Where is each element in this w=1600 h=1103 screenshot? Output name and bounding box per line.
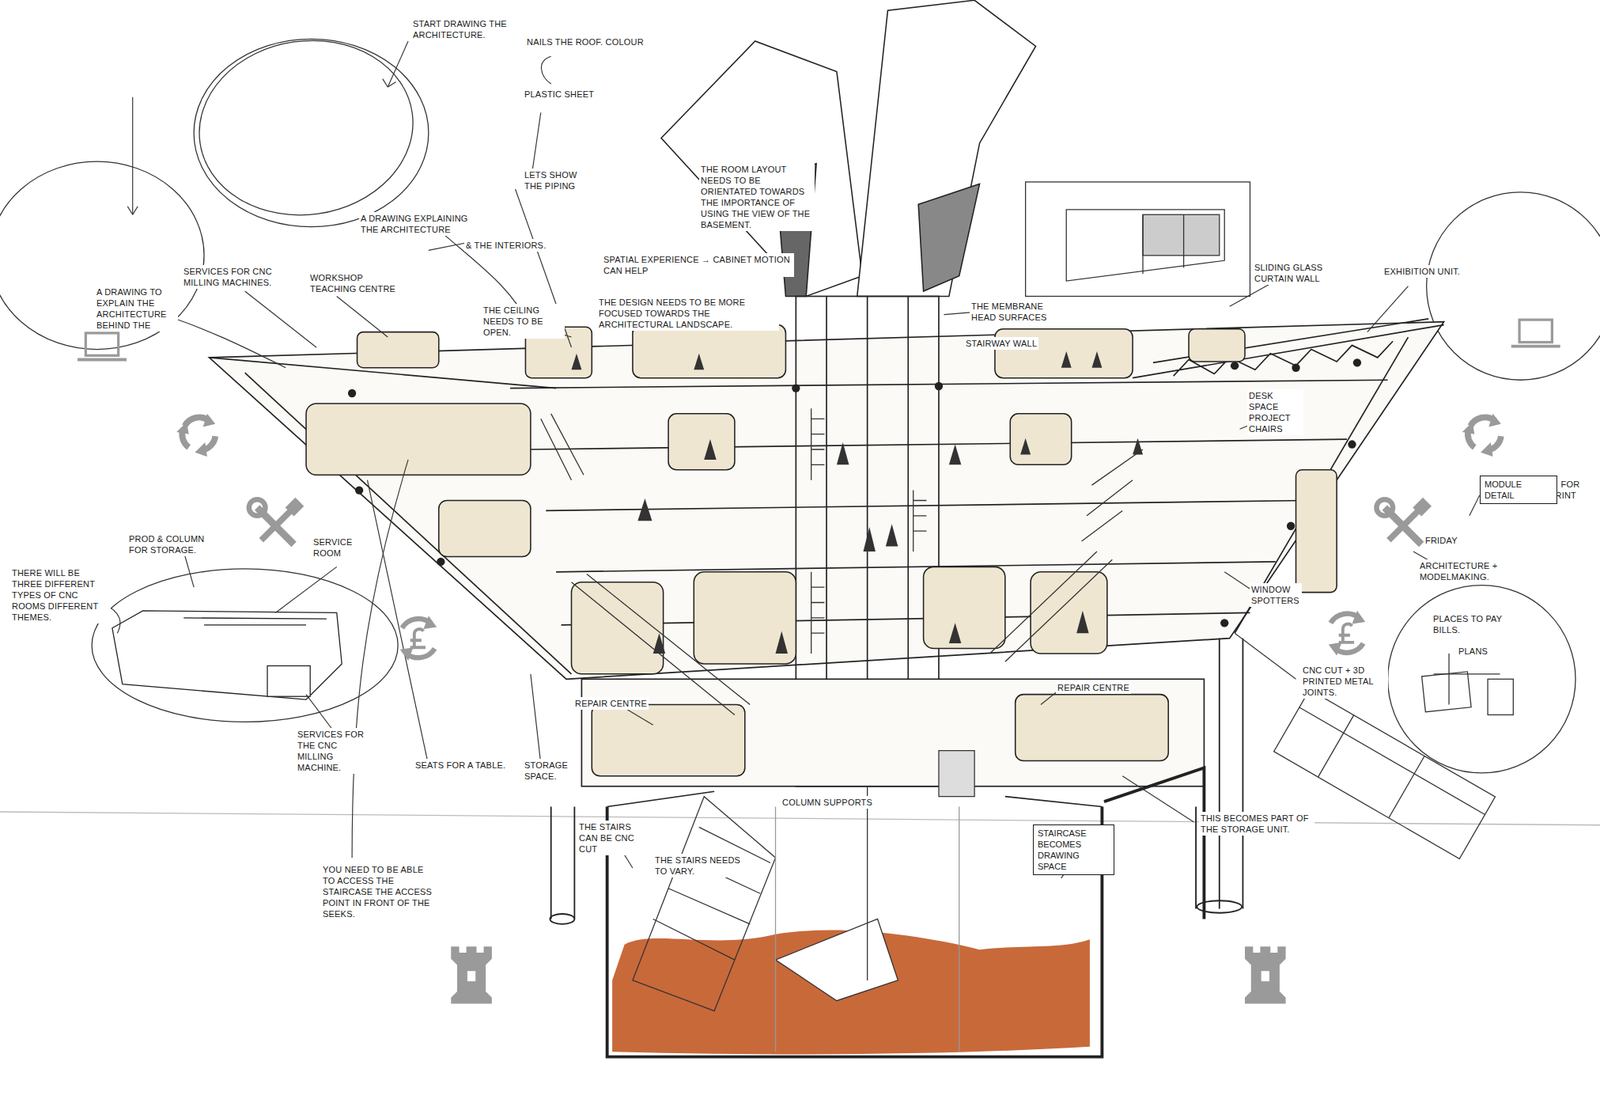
recycle-icon: [1462, 413, 1502, 457]
handwritten-note: REPAIR CENTRE: [573, 696, 649, 710]
castle-icon: [1244, 945, 1287, 1003]
laptop-icon: [77, 332, 127, 360]
handwritten-note: A DRAWING TO EXPLAIN THE ARCHITECTURE BE…: [94, 285, 178, 332]
tools-icon: [249, 497, 305, 545]
pound-icon: [1328, 610, 1366, 656]
handwritten-note: FRIDAY: [1423, 533, 1460, 547]
handwritten-note: DESK SPACE PROJECT CHAIRS: [1247, 389, 1304, 435]
handwritten-note: SERVICES FOR THE CNC MILLING MACHINE.: [295, 727, 373, 774]
handwritten-note: SERVICE ROOM: [311, 535, 358, 560]
handwritten-note: STORAGE SPACE.: [522, 758, 569, 783]
boxed-note-text: STAIRCASE BECOMES DRAWING SPACE: [1037, 827, 1110, 872]
handwritten-note: SERVICES FOR CNC MILLING MACHINES.: [181, 264, 277, 289]
handwritten-note: PLANS: [1456, 644, 1490, 658]
handwritten-note: A DRAWING EXPLAINING THE ARCHITECTURE: [359, 211, 485, 236]
pound-icon: [400, 615, 437, 661]
handwritten-note: SEATS FOR A TABLE.: [413, 758, 507, 772]
handwritten-note: THIS BECOMES PART OF THE STORAGE UNIT.: [1199, 811, 1315, 836]
handwritten-note: NAILS THE ROOF. COLOUR: [525, 35, 646, 49]
handwritten-note: THE CEILING NEEDS TO BE OPEN.: [481, 303, 565, 339]
handwritten-note: WORKSHOP TEACHING CENTRE: [308, 271, 404, 296]
laptop-icon: [1511, 319, 1561, 347]
handwritten-note: PLASTIC SHEET: [522, 87, 596, 101]
boxed-note: STAIRCASE BECOMES DRAWING SPACE: [1032, 824, 1115, 875]
handwritten-note: THE STAIRS NEEDS TO VARY.: [653, 853, 751, 878]
handwritten-note: CNC CUT + 3D PRINTED METAL JOINTS.: [1301, 663, 1389, 699]
handwritten-note: ARCHITECTURE + MODELMAKING.: [1418, 559, 1519, 583]
handwritten-note: & THE INTERIORS.: [464, 238, 548, 252]
handwritten-note: YOU NEED TO BE ABLE TO ACCESS THE STAIRC…: [321, 862, 435, 920]
handwritten-note: PROD & COLUMN FOR STORAGE.: [127, 532, 218, 557]
handwritten-note: EXHIBITION UNIT.: [1382, 264, 1462, 278]
handwritten-note: WINDOW SPOTTERS: [1249, 582, 1302, 607]
handwritten-note: START DRAWING THE ARCHITECTURE.: [411, 17, 527, 42]
castle-icon: [450, 945, 492, 1003]
handwritten-note: COLUMN SUPPORTS: [780, 795, 874, 809]
handwritten-note: SPATIAL EXPERIENCE → CABINET MOTION CAN …: [601, 253, 795, 277]
boxed-note-text: MODULE DETAIL: [1484, 478, 1553, 501]
boxed-note: MODULE DETAIL: [1479, 475, 1558, 504]
handwritten-note: SLIDING GLASS CURTAIN WALL: [1252, 260, 1333, 285]
handwritten-note: THE MEMBRANE HEAD SURFACES: [969, 299, 1053, 324]
handwritten-note: THERE WILL BE THREE DIFFERENT TYPES OF C…: [10, 566, 111, 624]
handwritten-note: REPAIR CENTRE: [1055, 680, 1131, 694]
handwritten-note: STAIRWAY WALL: [964, 336, 1039, 350]
handwritten-note: THE STAIRS CAN BE CNC CUT: [577, 820, 655, 855]
recycle-icon: [176, 413, 216, 457]
handwritten-note: THE ROOM LAYOUT NEEDS TO BE ORIENTATED T…: [699, 162, 815, 231]
handwritten-note: THE DESIGN NEEDS TO BE MORE FOCUSED TOWA…: [597, 295, 780, 331]
handwritten-note: PLACES TO PAY BILLS.: [1431, 612, 1512, 636]
handwritten-note: LETS SHOW THE PIPING: [522, 168, 587, 193]
